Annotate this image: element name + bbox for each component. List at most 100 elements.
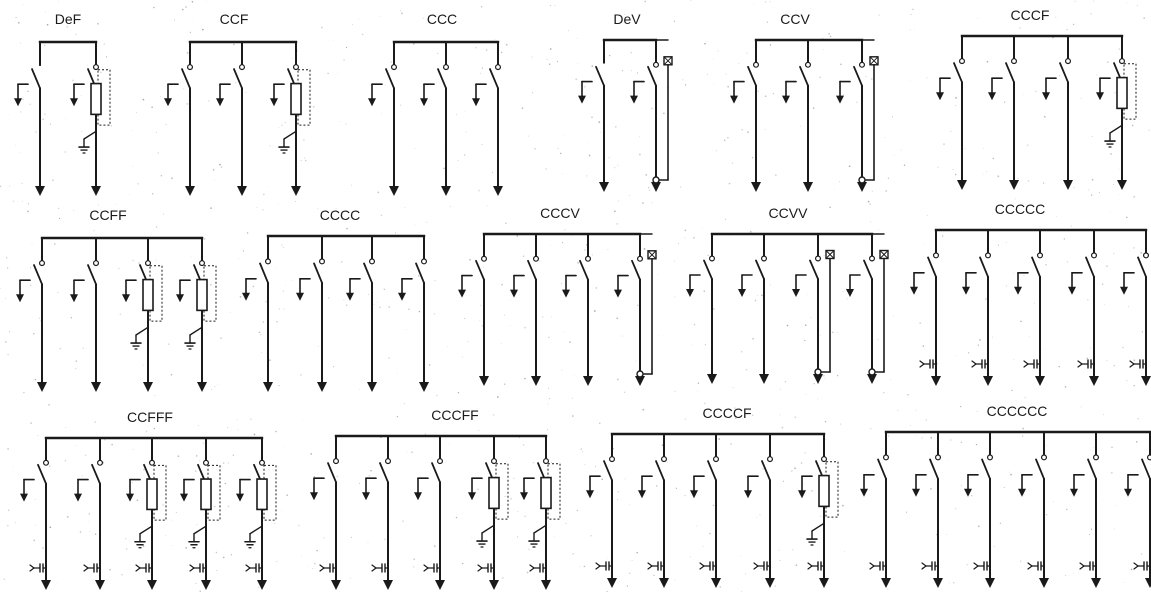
feeder-c (744, 433, 775, 588)
feeder-c (346, 235, 377, 392)
feeder-c (964, 431, 995, 588)
circuit-dev (578, 38, 673, 192)
config-label-ccf: CCF (220, 11, 249, 27)
feeder-c (1042, 35, 1073, 190)
feeder-c (16, 237, 47, 392)
feeder-c (242, 235, 273, 392)
feeder-c (420, 41, 451, 196)
feeder-v (836, 39, 879, 192)
voltage-indicator-icon (1077, 359, 1095, 369)
circuit-cccv (458, 232, 657, 386)
voltage-indicator-icon (699, 561, 717, 571)
config-label-ccc: CCC (427, 11, 457, 27)
circuit-ccf (164, 40, 311, 196)
feeder-f (520, 435, 561, 590)
config-label-ccccc: CCCCC (995, 201, 1046, 217)
voltage-indicator-icon (647, 561, 665, 571)
feeder-f (798, 433, 839, 588)
circuit-def (14, 40, 111, 196)
feeder-c (738, 233, 769, 384)
voltage-indicator-icon (1133, 561, 1151, 571)
feeder-f (1096, 35, 1137, 190)
circuit-ccccf (586, 432, 839, 588)
feeder-c (782, 39, 813, 192)
voltage-indicator-icon (919, 359, 937, 369)
feeder-c (860, 431, 891, 588)
config-label-ccvv: CCVV (769, 205, 809, 221)
fuse-icon (256, 478, 268, 511)
feeder-c (362, 435, 393, 590)
circuit-ccfff (20, 436, 277, 590)
voltage-indicator-icon (973, 561, 991, 571)
voltage-indicator-icon (423, 563, 441, 573)
voltage-indicator-icon (1027, 561, 1045, 571)
circuit-cccff (310, 434, 561, 590)
voltage-indicator-icon (371, 563, 389, 573)
voltage-indicator-icon (921, 561, 939, 571)
voltage-indicator-icon (319, 563, 337, 573)
voltage-indicator-icon (83, 563, 101, 573)
feeder-c (1018, 431, 1049, 588)
feeder-f (270, 41, 311, 196)
feeder-v (846, 233, 889, 384)
circuit-cccccc (860, 430, 1151, 588)
fuse-icon (196, 278, 208, 312)
circuits-layer (14, 34, 1151, 590)
feeder-c (310, 435, 341, 590)
feeder-c (70, 237, 101, 392)
feeder-c (1014, 229, 1045, 386)
circuit-cccc (242, 234, 429, 392)
feeder-c (586, 433, 617, 588)
config-label-dev: DeV (613, 11, 641, 27)
feeder-f (126, 437, 167, 590)
config-label-cccff: CCCFF (431, 407, 478, 423)
voltage-indicator-icon (869, 561, 887, 571)
voltage-indicator-icon (807, 561, 825, 571)
feeder-de (14, 41, 45, 196)
feeder-c (1120, 229, 1151, 386)
circuit-ccvv (686, 232, 889, 384)
voltage-indicator-icon (1079, 561, 1097, 571)
feeder-c (398, 235, 429, 392)
circuit-cccf (936, 34, 1137, 190)
feeder-c (74, 437, 105, 590)
voltage-indicator-icon (245, 563, 263, 573)
config-label-cccv: CCCV (540, 205, 580, 221)
feeder-c (638, 433, 669, 588)
feeder-c (164, 41, 195, 196)
fuse-icon (818, 474, 830, 508)
feeder-f (122, 237, 163, 392)
config-label-cccc: CCCC (320, 207, 360, 223)
config-label-ccff: CCFF (89, 207, 126, 223)
feeder-v (630, 39, 673, 192)
feeder-f (176, 237, 217, 392)
feeder-c (690, 433, 721, 588)
feeder-c (472, 41, 503, 196)
feeder-f (180, 437, 221, 590)
circuit-ccc (368, 40, 503, 196)
feeder-f (468, 435, 509, 590)
fuse-icon (290, 82, 302, 116)
feeder-c (458, 233, 489, 386)
fuse-icon (200, 478, 212, 511)
feeder-f (70, 41, 111, 196)
feeder-c (296, 235, 327, 392)
config-label-cccccc: CCCCCC (987, 403, 1048, 419)
feeder-c (1070, 431, 1101, 588)
voltage-indicator-icon (477, 563, 495, 573)
voltage-indicator-icon (971, 359, 989, 369)
config-label-ccccf: CCCCF (703, 405, 752, 421)
fuse-icon (1116, 76, 1128, 110)
feeder-c (1124, 431, 1151, 588)
voltage-indicator-icon (595, 561, 613, 571)
feeder-v (614, 233, 657, 386)
circuit-ccccc (910, 228, 1151, 386)
voltage-indicator-icon (135, 563, 153, 573)
voltage-indicator-icon (753, 561, 771, 571)
fuse-icon (488, 476, 500, 510)
feeder-c (20, 437, 51, 590)
feeder-c (730, 39, 761, 192)
feeder-c (962, 229, 993, 386)
